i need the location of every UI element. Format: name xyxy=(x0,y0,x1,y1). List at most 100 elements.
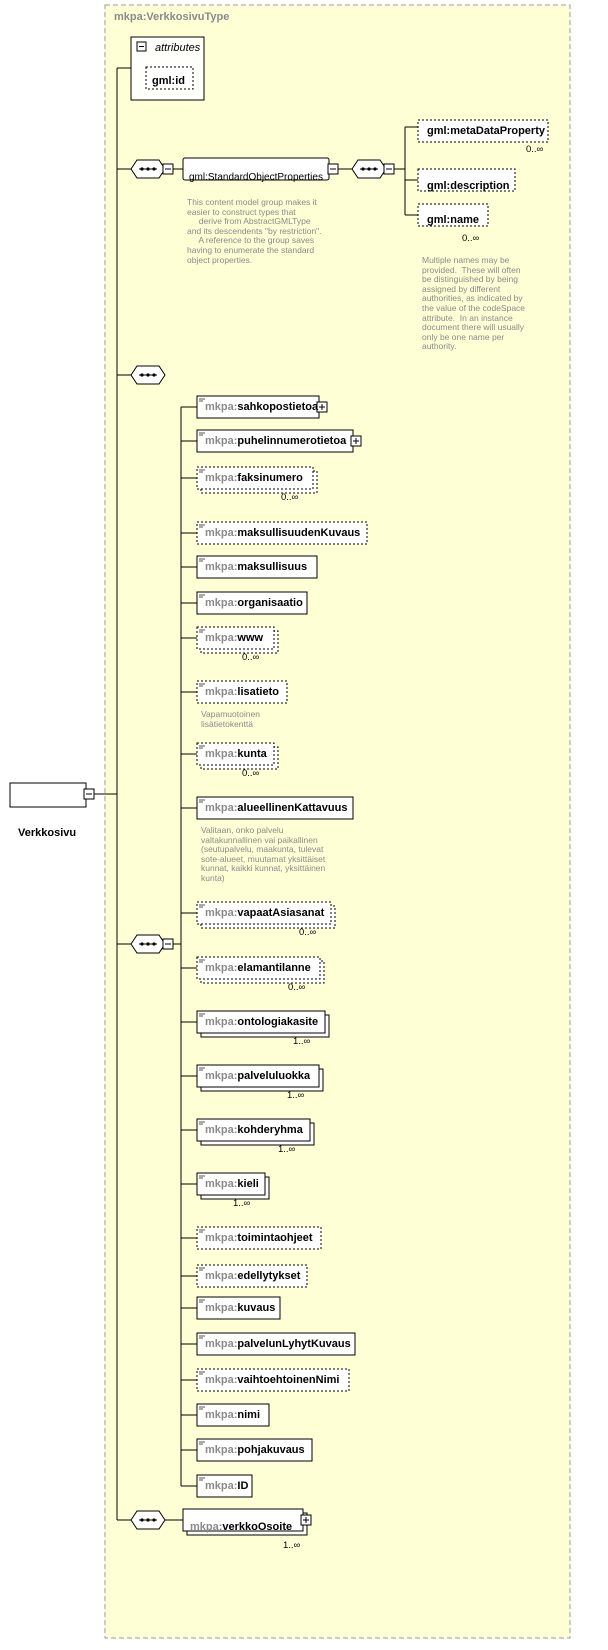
element-box-kieli xyxy=(196,1172,266,1196)
element-cardinality: 1..∞ xyxy=(233,1198,251,1209)
element-prefix: mkpa: xyxy=(205,1070,238,1082)
type-title: mkpa:VerkkosivuType xyxy=(114,11,230,23)
element-box-organisaatio xyxy=(196,591,308,615)
element-verkkoosoite[interactable]: mkpa:verkkoOsoite xyxy=(190,1521,293,1533)
element-ontologiakasite[interactable]: mkpa:ontologiakasite xyxy=(205,1016,318,1029)
element-kuvaus[interactable]: mkpa:kuvaus xyxy=(205,1302,275,1315)
element-prefix: mkpa: xyxy=(205,632,238,644)
gml-name[interactable]: gml:name xyxy=(427,214,479,226)
element-prefix: mkpa: xyxy=(205,1480,238,1492)
element-name: kuvaus xyxy=(237,1302,276,1314)
element-vapaatasiasanat[interactable]: mkpa:vapaatAsiasanat xyxy=(205,907,324,920)
name-box xyxy=(417,203,489,227)
element-prefix: mkpa: xyxy=(205,1124,238,1136)
name-doc: Multiple names may be provided. These wi… xyxy=(422,255,526,352)
element-prefix: mkpa: xyxy=(205,1338,238,1350)
element-box-toimintaohjeet xyxy=(196,1226,322,1250)
element-box-kuvaus xyxy=(196,1296,281,1320)
element-name: ID xyxy=(237,1480,249,1492)
attr-gml-id[interactable]: gml:id xyxy=(152,75,186,87)
element-name: nimi xyxy=(237,1409,261,1421)
element-prefix: mkpa: xyxy=(205,1016,238,1028)
element-prefix: mkpa: xyxy=(205,1409,238,1421)
element-box-nimi xyxy=(196,1403,270,1427)
element-box-id xyxy=(196,1474,253,1498)
element-alueellinenkattavuus[interactable]: mkpa:alueellinenKattavuus xyxy=(205,802,347,815)
gml-metadataproperty[interactable]: gml:metaDataProperty xyxy=(427,125,545,137)
element-box-faksinumero xyxy=(196,466,314,490)
element-name: alueellinenKattavuus xyxy=(237,802,348,814)
description-box xyxy=(417,168,516,192)
element-name: maksullisuus xyxy=(237,561,308,573)
element-box-vaihtoehtoinennimi xyxy=(196,1368,350,1392)
attributes-label: attributes xyxy=(155,42,201,54)
element-box-alueellinenkattavuus xyxy=(196,796,354,820)
element-name: lisatieto xyxy=(237,686,279,698)
element-box-lisatieto xyxy=(196,680,288,704)
element-lisatieto[interactable]: mkpa:lisatieto xyxy=(205,686,279,699)
element-name: puhelinnumerotietoa xyxy=(237,435,347,447)
gml-description[interactable]: gml:description xyxy=(427,180,510,192)
element-prefix: mkpa: xyxy=(205,435,238,447)
element-pohjakuvaus[interactable]: mkpa:pohjakuvaus xyxy=(205,1444,305,1457)
element-palveluluokka[interactable]: mkpa:palveluluokka xyxy=(205,1070,310,1083)
element-kohderyhma[interactable]: mkpa:kohderyhma xyxy=(205,1124,303,1137)
element-cardinality: 1..∞ xyxy=(278,1144,296,1155)
element-name: ontologiakasite xyxy=(237,1016,319,1028)
element-box-palvelunlyhytkuvaus xyxy=(196,1332,356,1356)
element-prefix: mkpa: xyxy=(205,401,238,413)
element-name: pohjakuvaus xyxy=(237,1444,305,1456)
element-box-vapaatasiasanat xyxy=(196,901,332,925)
element-cardinality: 0..∞ xyxy=(299,927,317,938)
element-prefix: mkpa: xyxy=(205,1302,238,1314)
element-name: kunta xyxy=(237,748,267,760)
element-cardinality: 0..∞ xyxy=(281,492,299,503)
element-palvelunlyhytkuvaus[interactable]: mkpa:palvelunLyhytKuvaus xyxy=(205,1338,351,1351)
element-box-elamantilanne xyxy=(196,956,321,980)
element-puhelinnumerotietoa[interactable]: mkpa:puhelinnumerotietoa xyxy=(205,435,346,448)
element-box-edellytykset xyxy=(196,1264,308,1288)
element-box-kunta xyxy=(196,742,275,766)
element-elamantilanne[interactable]: mkpa:elamantilanne xyxy=(205,962,311,975)
metadataproperty-cardinality: 0..∞ xyxy=(526,144,544,155)
element-prefix: mkpa: xyxy=(205,802,238,814)
name-cardinality: 0..∞ xyxy=(462,233,480,244)
element-name: sahkopostietoa xyxy=(237,401,319,413)
element-toimintaohjeet[interactable]: mkpa:toimintaohjeet xyxy=(205,1232,313,1245)
element-box-palveluluokka xyxy=(196,1064,320,1088)
element-prefix: mkpa: xyxy=(205,686,238,698)
metadataproperty-box xyxy=(417,119,549,143)
element-cardinality: 1..∞ xyxy=(293,1036,311,1047)
element-id[interactable]: mkpa:ID xyxy=(205,1480,248,1493)
standard-object-properties-label[interactable]: gml:StandardObjectProperties xyxy=(189,172,323,183)
element-name: palveluluokka xyxy=(237,1070,311,1082)
element-name: maksullisuudenKuvaus xyxy=(237,527,361,539)
element-nimi[interactable]: mkpa:nimi xyxy=(205,1409,260,1422)
element-box-www xyxy=(196,626,275,650)
element-name: organisaatio xyxy=(237,597,303,609)
element-name: elamantilanne xyxy=(237,962,311,974)
element-edellytykset[interactable]: mkpa:edellytykset xyxy=(205,1270,300,1283)
element-name: vaihtoehtoinenNimi xyxy=(237,1374,340,1386)
element-prefix: mkpa: xyxy=(205,1178,238,1190)
element-cardinality: 0..∞ xyxy=(242,768,260,779)
element-doc: Valitaan, onko palvelu valtakunnallinen … xyxy=(201,825,326,883)
element-name: kieli xyxy=(237,1178,259,1190)
element-box-maksullisuudenkuvaus xyxy=(196,521,368,545)
element-kunta[interactable]: mkpa:kunta xyxy=(205,748,267,761)
attr-id-box xyxy=(145,66,194,90)
verkkoosoite-cardinality: 1..∞ xyxy=(283,1540,301,1551)
element-maksullisuudenkuvaus[interactable]: mkpa:maksullisuudenKuvaus xyxy=(205,527,360,540)
element-name: kohderyhma xyxy=(237,1124,303,1136)
root-element-verkkosivu[interactable]: Verkkosivu xyxy=(18,827,77,839)
element-prefix: mkpa: xyxy=(205,907,238,919)
element-vaihtoehtoinennimi[interactable]: mkpa:vaihtoehtoinenNimi xyxy=(205,1374,339,1387)
element-cardinality: 0..∞ xyxy=(288,982,306,993)
element-organisaatio[interactable]: mkpa:organisaatio xyxy=(205,597,303,610)
element-www[interactable]: mkpa:www xyxy=(205,632,263,645)
element-sahkopostietoa[interactable]: mkpa:sahkopostietoa xyxy=(205,401,318,414)
element-faksinumero[interactable]: mkpa:faksinumero xyxy=(205,472,303,485)
element-maksullisuus[interactable]: mkpa:maksullisuus xyxy=(205,561,307,574)
element-box-ontologiakasite xyxy=(196,1010,326,1034)
element-kieli[interactable]: mkpa:kieli xyxy=(205,1178,259,1191)
